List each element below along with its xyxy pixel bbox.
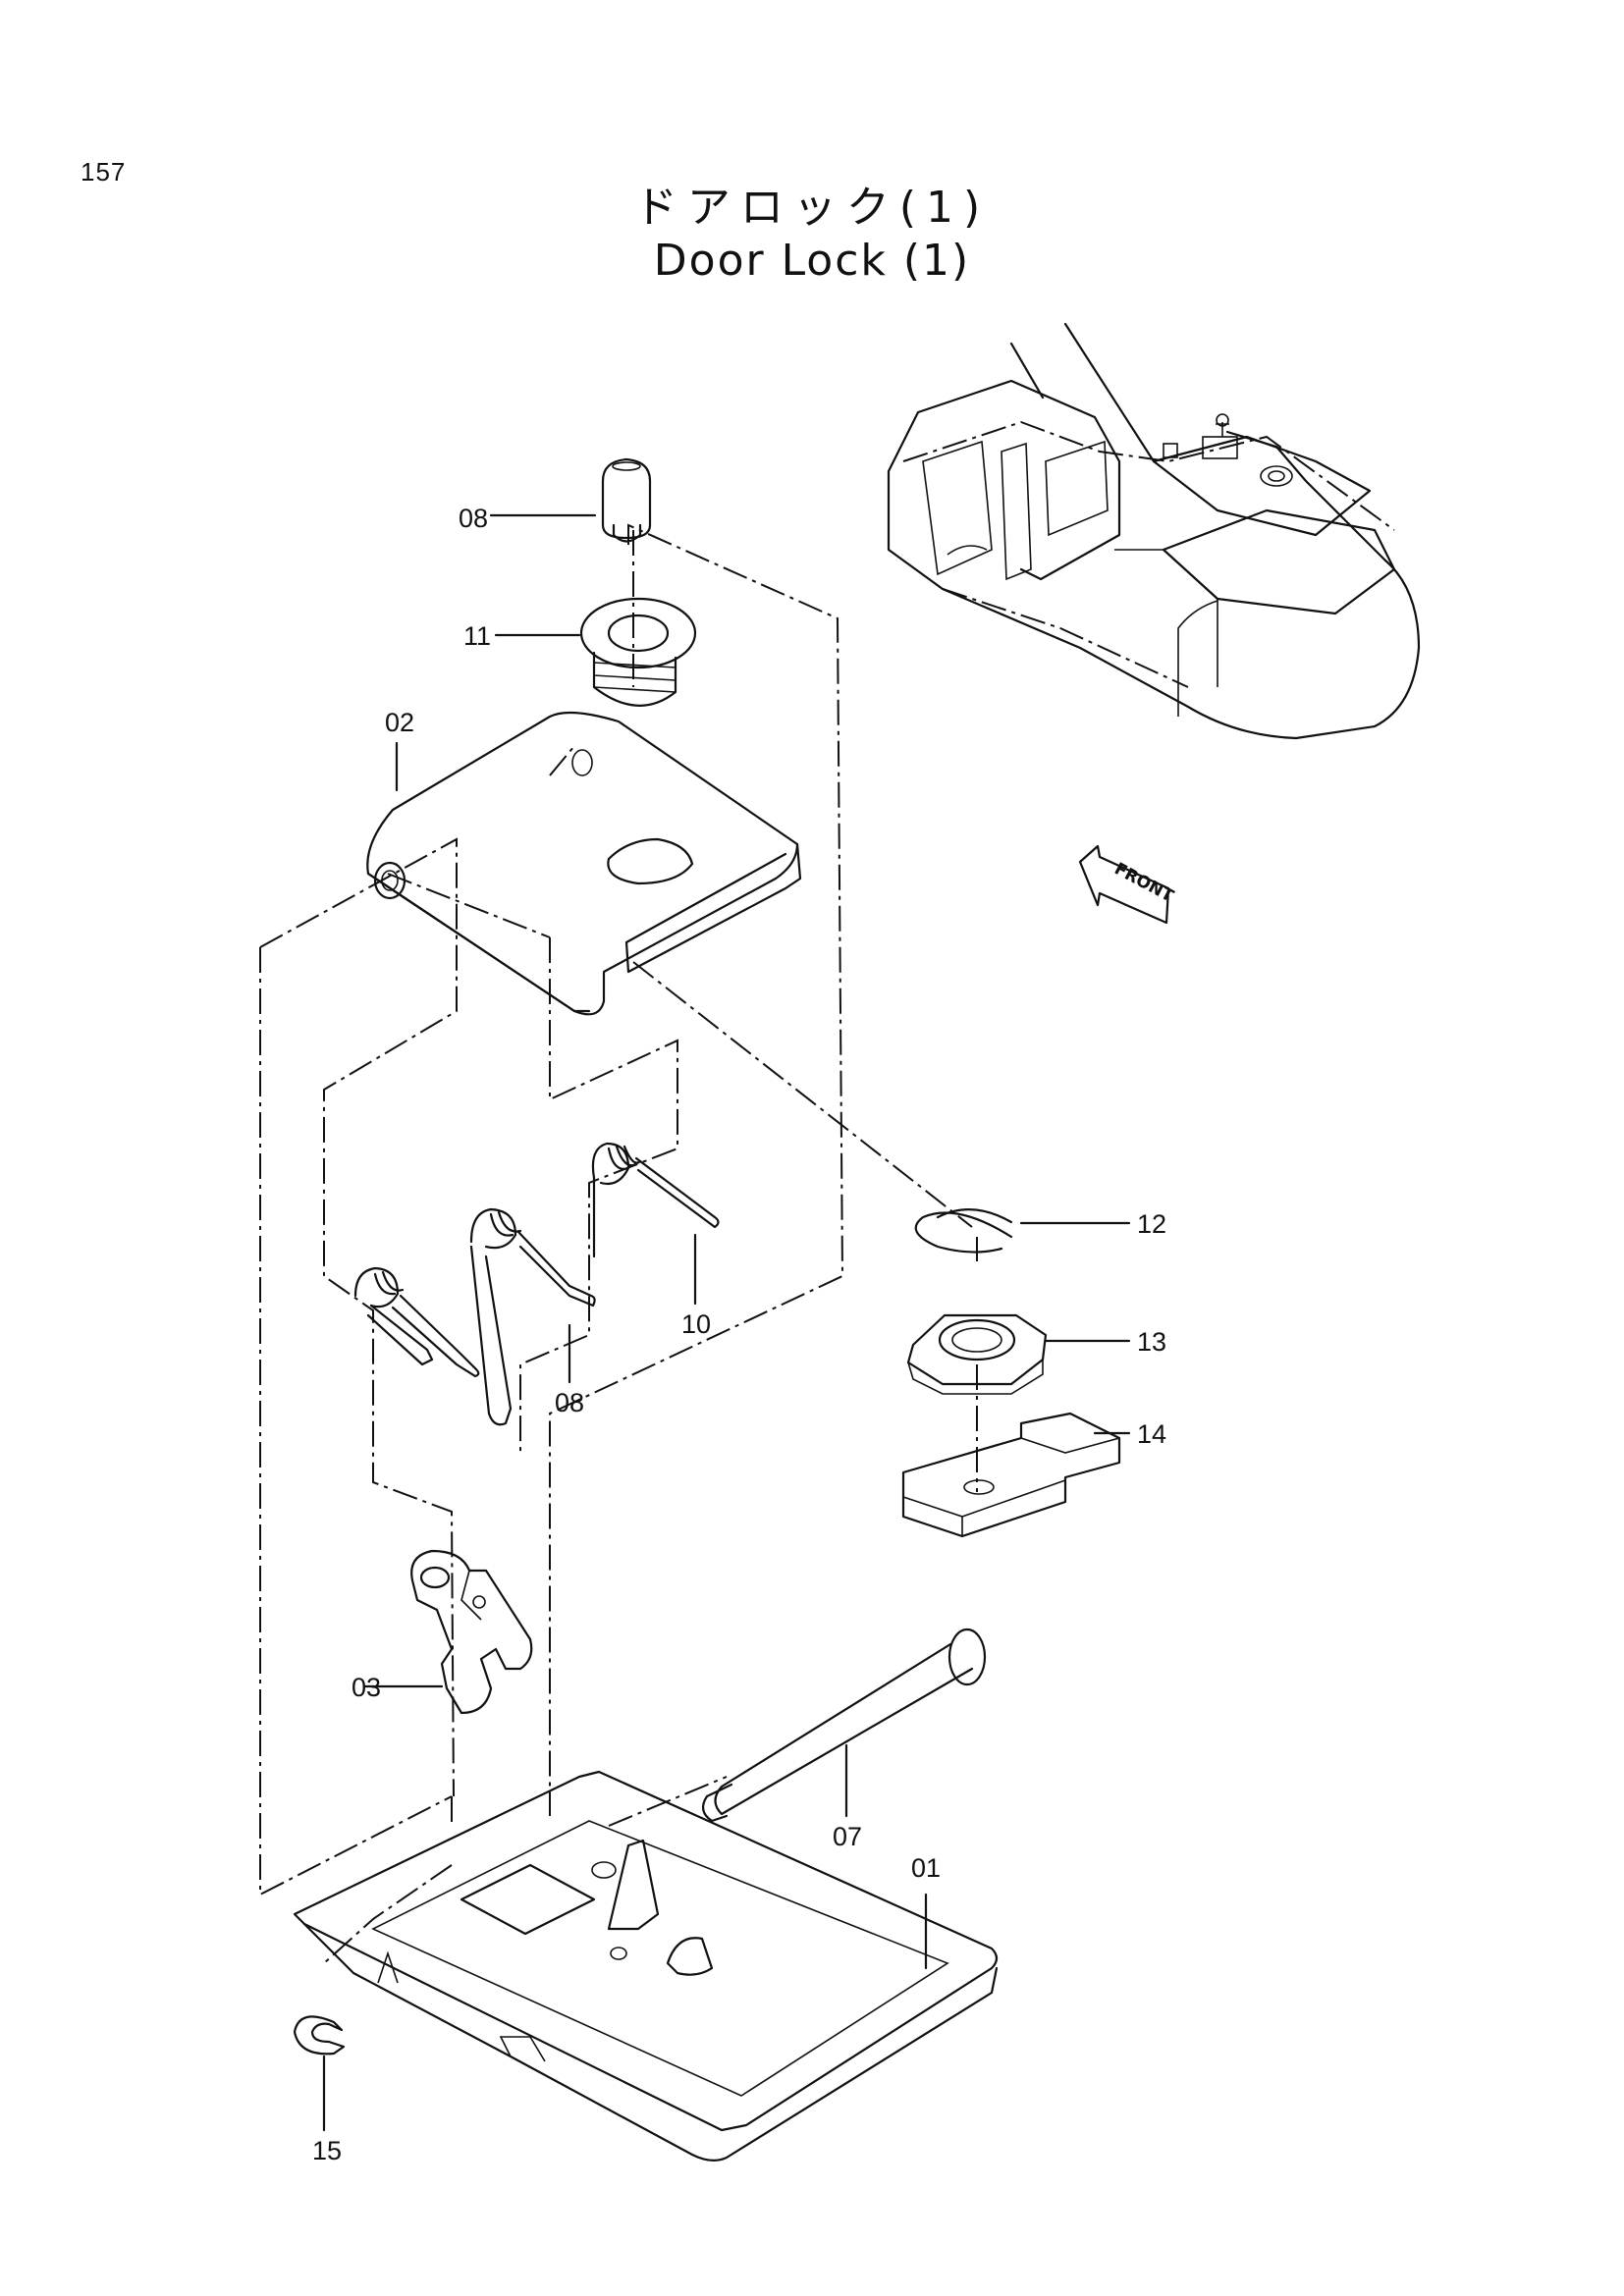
part-02-lock-bracket — [366, 711, 802, 1016]
label-part-12: 12 — [1137, 1209, 1166, 1239]
part-15-e-clip — [293, 2015, 346, 2132]
part-07-hinge-pin — [701, 1628, 987, 1823]
label-part-01: 01 — [911, 1853, 941, 1883]
front-label: FRONT — [1111, 859, 1177, 906]
part-01-base-plate — [293, 1770, 999, 2162]
part-labels: 08 11 02 12 13 14 10 08 03 07 01 15 — [312, 504, 1166, 2165]
assembly-center-lines — [259, 523, 978, 1964]
label-part-09: 10 — [681, 1309, 711, 1339]
part-09-torsion-spring — [591, 1142, 720, 1306]
part-03-latch — [363, 1549, 533, 1715]
label-part-10: 08 — [459, 504, 488, 533]
label-part-08: 08 — [555, 1388, 584, 1417]
part-10-key-cylinder — [489, 457, 652, 543]
label-part-11: 11 — [463, 621, 491, 651]
part-11-threaded-bushing — [494, 597, 697, 707]
part-13-hex-nut — [906, 1313, 1131, 1395]
label-part-15: 15 — [312, 2136, 342, 2165]
title-japanese: ドアロック(1) — [633, 183, 991, 233]
label-part-03: 03 — [352, 1673, 381, 1702]
label-part-02: 02 — [385, 708, 414, 737]
page-number: 157 — [81, 157, 127, 187]
front-direction-arrow: FRONT — [1078, 844, 1177, 925]
part-08-torsion-spring — [469, 1207, 596, 1426]
label-part-07: 07 — [833, 1822, 862, 1851]
label-part-13: 13 — [1137, 1327, 1166, 1357]
part-14-lock-plate — [901, 1412, 1131, 1538]
excavator-overview-illustration — [887, 322, 1421, 740]
part-12-snap-ring — [914, 1208, 1131, 1254]
label-part-14: 14 — [1137, 1419, 1166, 1449]
title-english: Door Lock (1) — [653, 236, 971, 286]
spring-assembly-left — [353, 1266, 480, 1378]
